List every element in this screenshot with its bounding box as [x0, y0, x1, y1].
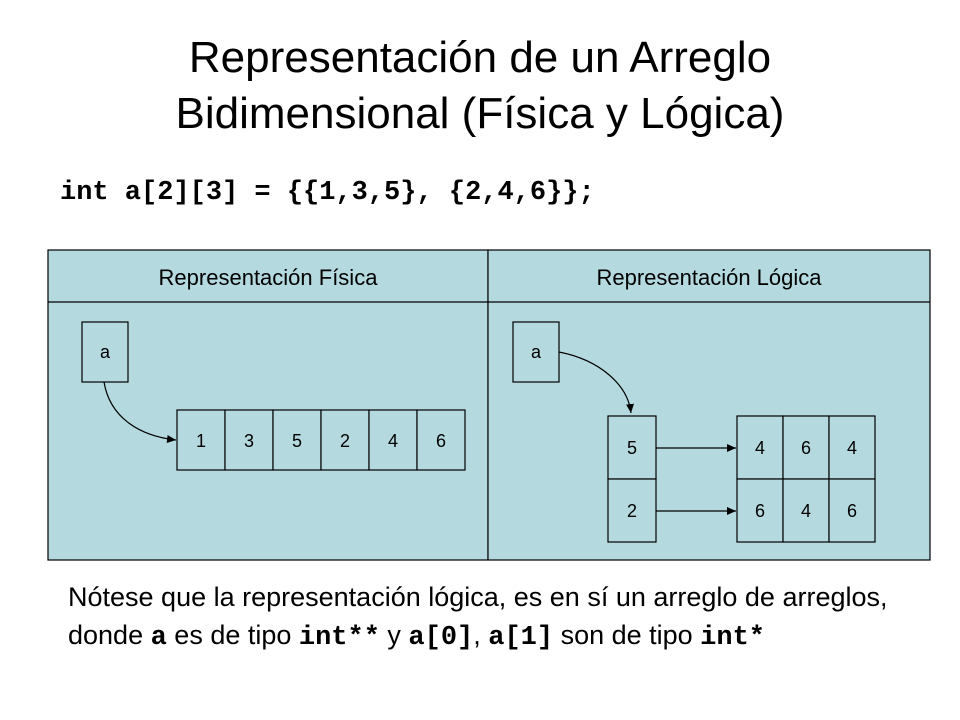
fisica-cells: 1 3 5 2 4 6: [176, 409, 466, 471]
fisica-cell: [320, 409, 370, 471]
title-line-1: Representación de un Arreglo: [188, 33, 772, 82]
panel-fisica: [47, 249, 489, 561]
row-cell-value: 4: [801, 501, 811, 521]
fisica-pointer-label: a: [100, 342, 111, 362]
note-type-int-pointer-pointer: int**: [298, 623, 380, 653]
note-text: es de tipo: [166, 620, 299, 650]
note-var-a: a: [150, 623, 167, 653]
fisica-cell-value: 3: [244, 431, 254, 451]
logica-pointer-arrow: [558, 351, 635, 414]
row-cell-value: 6: [847, 501, 857, 521]
fisica-pointer-box: [81, 321, 129, 383]
note-a1: a[1]: [488, 623, 554, 653]
row-cell: [736, 415, 784, 480]
fisica-cell: [176, 409, 226, 471]
row-cell-value: 6: [801, 438, 811, 458]
logica-row-pointers: 5 2: [607, 415, 657, 543]
row-pointer-value: 5: [627, 438, 637, 458]
note-text: y: [379, 620, 409, 650]
note-text: son de tipo: [553, 620, 701, 650]
explanation-note: Nótese que la representación lógica, es …: [68, 578, 898, 657]
note-type-int-pointer: int*: [700, 623, 765, 653]
title-line-2: Bidimensional (Física y Lógica): [175, 89, 785, 138]
note-text: ,: [473, 620, 489, 650]
row-pointer-cell: [607, 415, 657, 480]
code-declaration: int a[2][3] = {{1,3,5}, {2,4,6}};: [60, 178, 595, 208]
row-cell: [736, 478, 784, 543]
row-cell: [782, 415, 830, 480]
row-pointer-cell: [607, 478, 657, 543]
panel-logica-title: Representación Lógica: [596, 265, 822, 290]
fisica-cell: [416, 409, 466, 471]
note-text: Nótese que la representación lógica, es …: [68, 582, 888, 650]
slide-title: Representación de un Arreglo Bidimension…: [0, 30, 960, 142]
note-a0: a[0]: [408, 623, 474, 653]
fisica-cell-value: 5: [292, 431, 302, 451]
fisica-cell-value: 2: [340, 431, 350, 451]
row-cell: [828, 478, 876, 543]
fisica-cell-value: 1: [196, 431, 206, 451]
fisica-cell-value: 6: [436, 431, 446, 451]
row-cell: [828, 415, 876, 480]
row-cell-value: 4: [755, 438, 765, 458]
fisica-cell: [368, 409, 418, 471]
logica-rows: 4 6 4 6 4 6: [736, 415, 876, 543]
panel-fisica-title: Representación Física: [159, 265, 379, 290]
logica-pointer-label: a: [531, 342, 542, 362]
row-pointer-value: 2: [627, 501, 637, 521]
row-cell-value: 4: [847, 438, 857, 458]
fisica-cell: [224, 409, 274, 471]
row-cell: [782, 478, 830, 543]
fisica-cell-value: 4: [388, 431, 398, 451]
fisica-pointer-arrow: [103, 381, 177, 443]
row-cell-value: 6: [755, 501, 765, 521]
